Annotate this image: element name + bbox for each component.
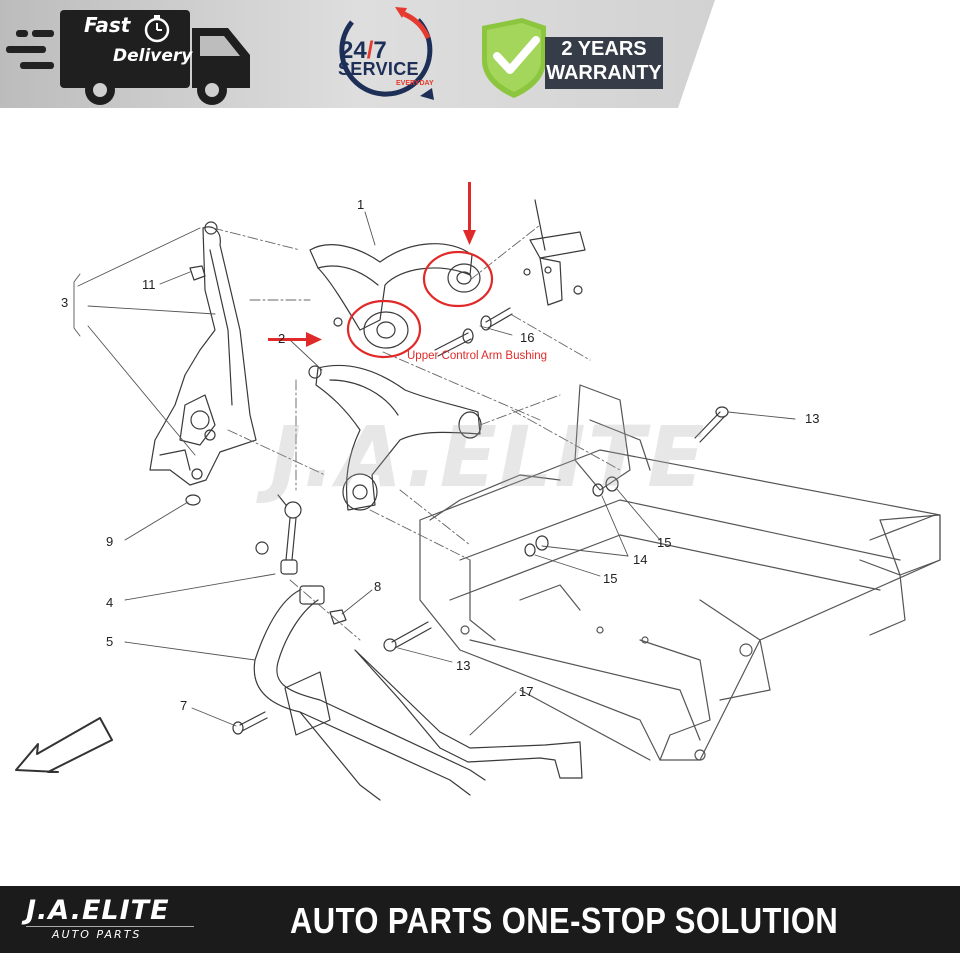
leader-lines <box>73 211 796 736</box>
warranty-line-1: 2 YEARS <box>561 38 647 60</box>
washer-9-part <box>185 494 201 506</box>
callout-17: 17 <box>519 684 534 699</box>
callout-13b: 13 <box>456 658 471 673</box>
shield-17-part <box>354 649 583 779</box>
fast-label: Fast <box>84 13 131 37</box>
subframe-part <box>419 384 941 761</box>
callout-13a: 13 <box>805 411 820 426</box>
callout-8: 8 <box>374 579 382 594</box>
lower-control-arm-part <box>308 364 482 511</box>
nut-11-part <box>189 265 206 281</box>
exploded-parts-drawing <box>15 182 941 801</box>
callout-3: 3 <box>61 295 69 310</box>
callout-7: 7 <box>180 698 188 713</box>
red-arrows <box>268 182 476 347</box>
everyday-label: EVERYDAY <box>396 80 434 87</box>
nut-8-part <box>329 609 347 625</box>
bolt-7-part <box>232 711 268 735</box>
warranty-badge: 2 YEARS WARRANTY <box>545 37 663 89</box>
logo-divider <box>26 926 194 927</box>
callout-9: 9 <box>106 534 114 549</box>
check-shield-icon <box>482 18 546 98</box>
callout-2: 2 <box>278 331 286 346</box>
top-banner: Fast Delivery 24/7 SERVICE EVERYDAY 2 YE… <box>0 0 960 108</box>
callout-15a: 15 <box>657 535 672 550</box>
callout-16: 16 <box>520 330 535 345</box>
assembly-lines <box>212 224 621 641</box>
brand-logo-subtitle: AUTO PARTS <box>52 928 142 941</box>
front-direction-arrow-icon <box>15 717 113 773</box>
delivery-label: Delivery <box>113 46 193 66</box>
stopwatch-icon <box>144 15 170 43</box>
warranty-line-2: WARRANTY <box>546 62 662 84</box>
suspension-diagram: 1 2 3 4 5 7 8 9 11 13 13 14 15 15 16 17 … <box>0 108 960 886</box>
bolt-16-part <box>434 307 513 357</box>
service-label: SERVICE <box>338 59 419 79</box>
stabilizer-link-part <box>255 494 302 575</box>
callout-11: 11 <box>142 277 156 292</box>
washers-14-15-part <box>524 476 619 557</box>
service-247-label: 24/7 <box>340 37 387 64</box>
callout-1: 1 <box>357 197 365 212</box>
upper-control-arm-part <box>309 243 481 349</box>
stabilizer-bar-part <box>253 585 486 801</box>
footer-bar: J.A.ELITE AUTO PARTS AUTO PARTS ONE-STOP… <box>0 886 960 953</box>
watermark-logo: J.A.ELITE <box>270 408 707 506</box>
brand-logo: J.A.ELITE <box>26 895 170 926</box>
bushing-highlights <box>346 250 494 359</box>
banner-background <box>0 0 715 108</box>
height-sensor-link-part <box>523 199 586 306</box>
callout-5: 5 <box>106 634 114 649</box>
footer-tagline: AUTO PARTS ONE-STOP SOLUTION <box>290 900 839 941</box>
truck-icon <box>6 10 250 105</box>
service-247-icon <box>339 7 434 100</box>
callout-4: 4 <box>106 595 114 610</box>
callout-15b: 15 <box>603 571 618 586</box>
steering-knuckle-part <box>149 221 257 486</box>
upper-control-arm-bushing-label: Upper Control Arm Bushing <box>407 350 547 362</box>
callout-14: 14 <box>633 552 648 567</box>
